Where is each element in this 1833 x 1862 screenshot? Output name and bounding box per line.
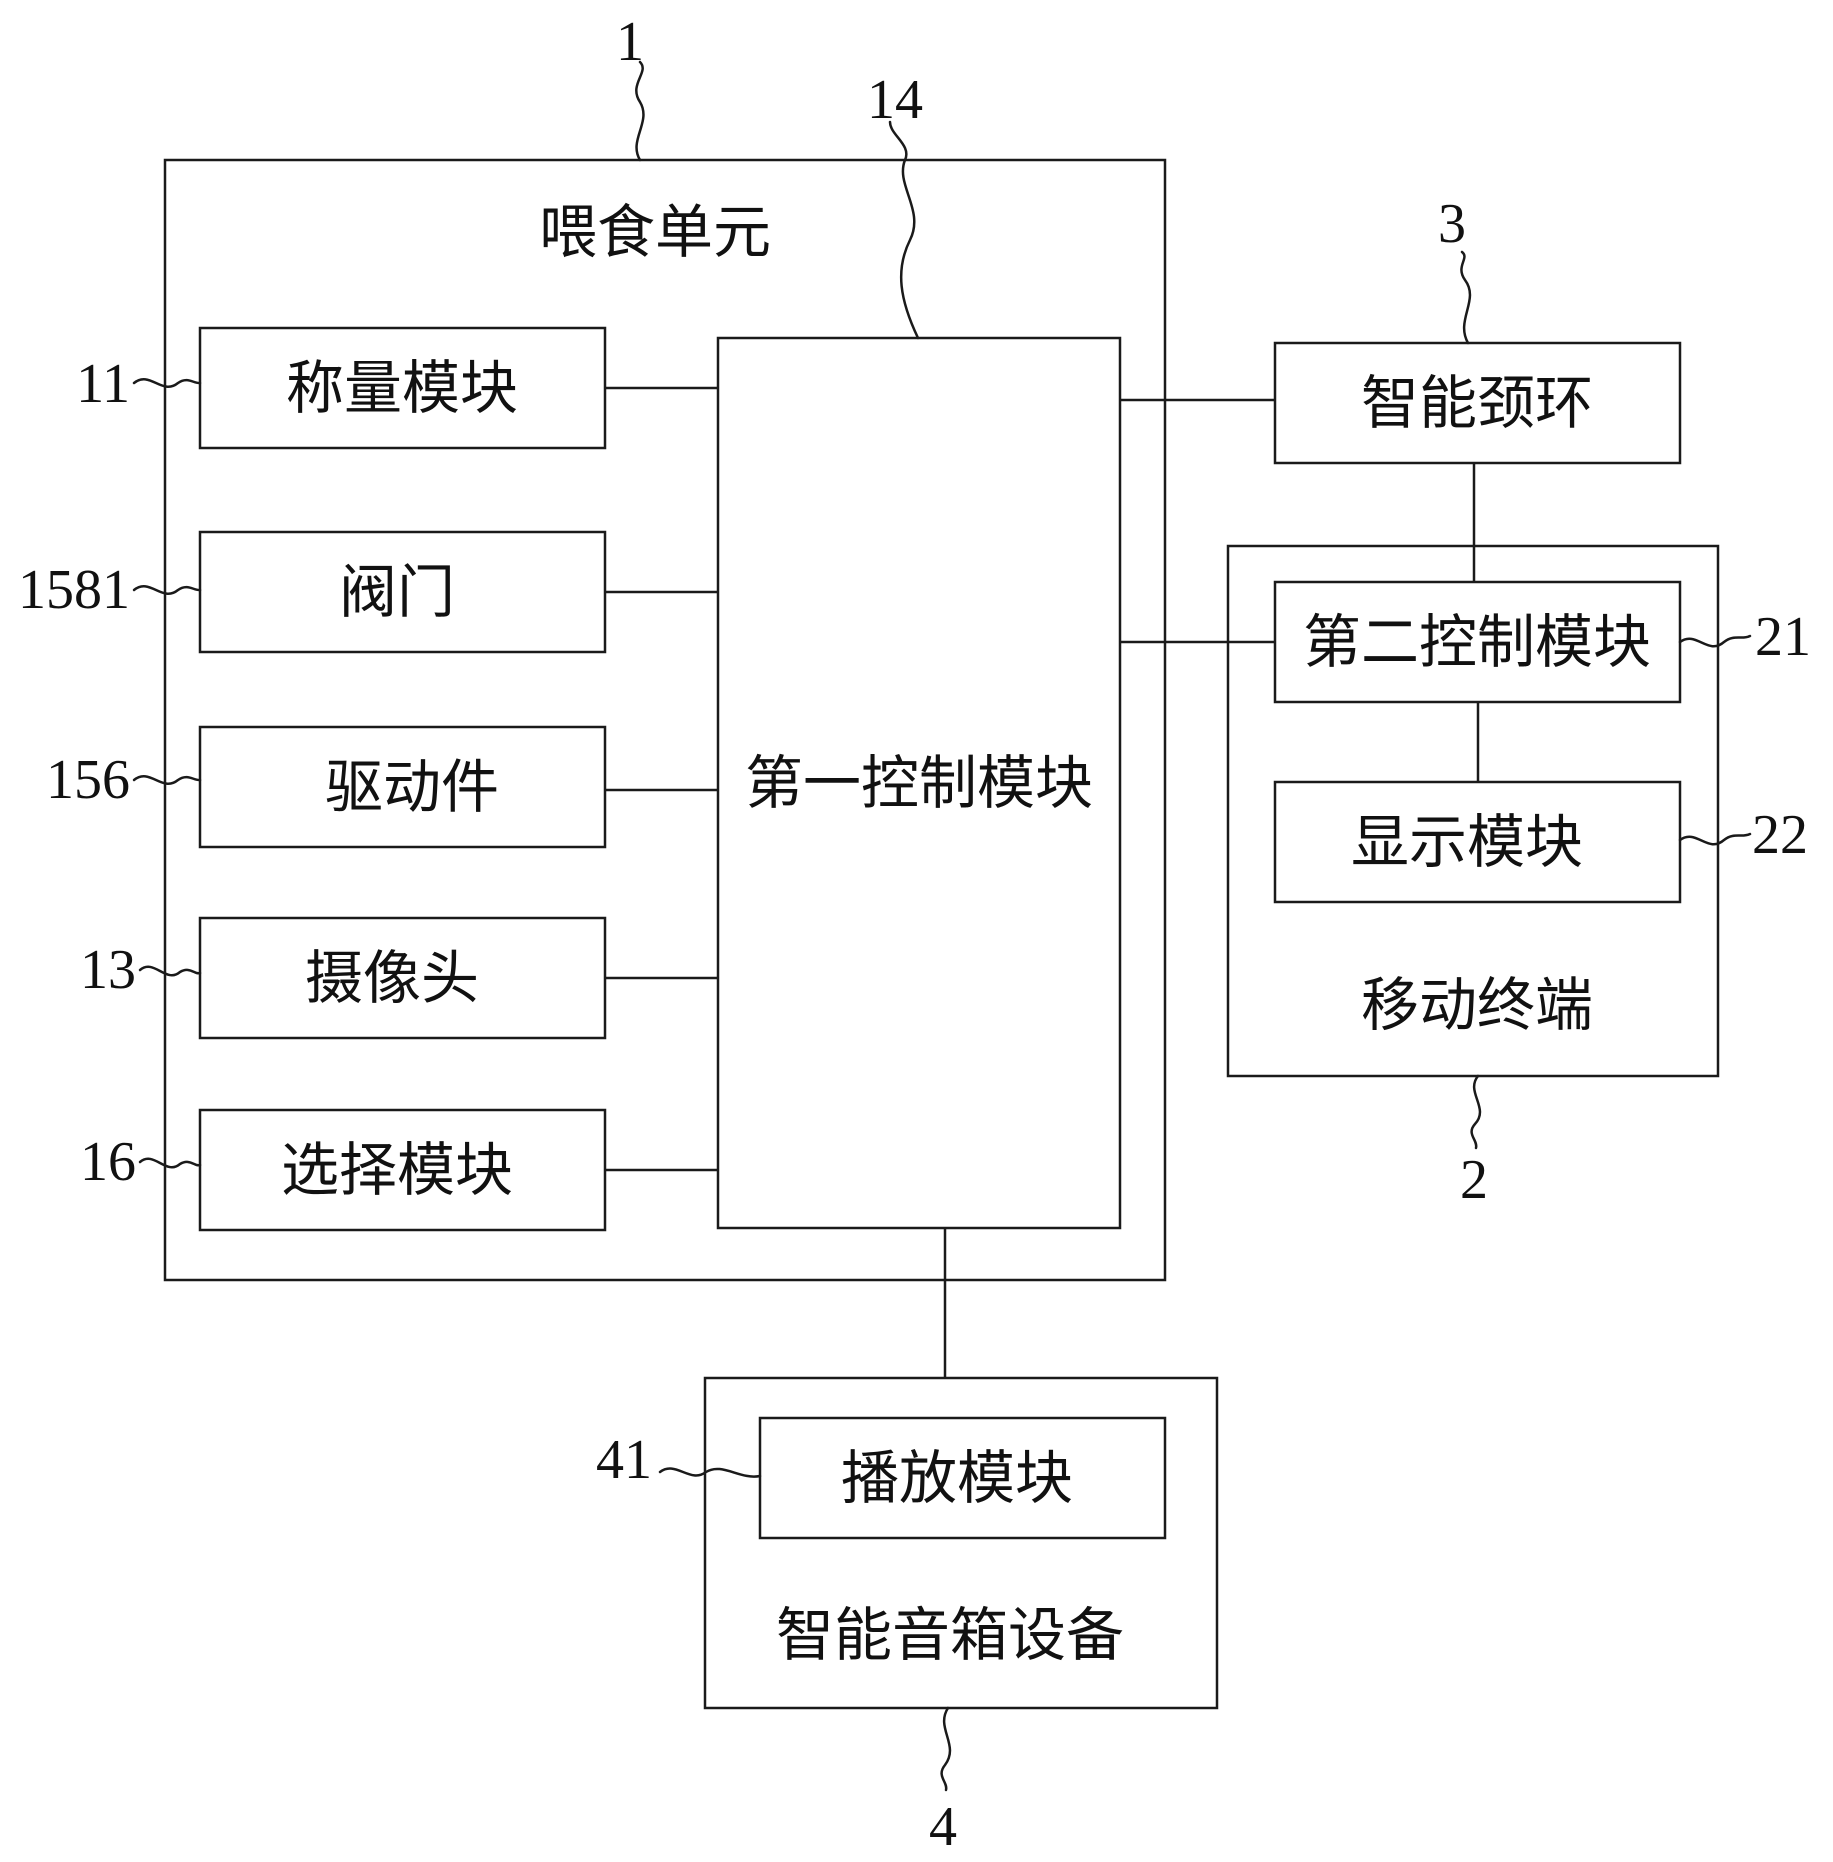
smart-speaker-ref: 4 xyxy=(929,1796,957,1858)
camera-leader xyxy=(140,967,200,975)
drive-part-label: 驱动件 xyxy=(325,753,499,821)
weighing-module-ref: 11 xyxy=(76,353,130,415)
second-control-module-label: 第二控制模块 xyxy=(1303,608,1651,676)
selection-module-leader xyxy=(140,1159,200,1167)
smart-speaker-title: 智能音箱设备 xyxy=(776,1601,1124,1669)
selection-module-label: 选择模块 xyxy=(281,1136,513,1204)
display-module-ref: 22 xyxy=(1752,804,1808,866)
feeding-unit-title: 喂食单元 xyxy=(539,198,771,266)
drive-part-leader xyxy=(134,776,200,784)
play-module-leader xyxy=(660,1469,760,1477)
smart-speaker-leader xyxy=(942,1708,950,1790)
weighing-module-label: 称量模块 xyxy=(286,354,518,422)
feeding-unit-leader xyxy=(636,62,643,160)
second-control-leader xyxy=(1680,636,1750,646)
display-module-leader xyxy=(1680,834,1750,844)
first-control-module-label: 第一控制模块 xyxy=(745,749,1093,817)
weighing-module-leader xyxy=(134,379,200,387)
first-control-leader xyxy=(890,122,918,338)
mobile-terminal-title: 移动终端 xyxy=(1361,971,1593,1039)
feeding-unit-ref: 1 xyxy=(616,11,644,73)
play-module-ref: 41 xyxy=(596,1429,652,1491)
smart-collar-label: 智能颈环 xyxy=(1361,369,1593,437)
second-control-ref: 21 xyxy=(1755,606,1811,668)
drive-part-ref: 156 xyxy=(46,749,130,811)
play-module-label: 播放模块 xyxy=(841,1444,1073,1512)
camera-label: 摄像头 xyxy=(305,944,479,1012)
mobile-terminal-leader xyxy=(1472,1076,1480,1148)
mobile-terminal-ref: 2 xyxy=(1460,1149,1488,1211)
valve-label: 阀门 xyxy=(339,558,455,626)
first-control-ref: 14 xyxy=(867,69,923,131)
camera-ref: 13 xyxy=(80,939,136,1001)
selection-module-ref: 16 xyxy=(80,1131,136,1193)
smart-collar-leader xyxy=(1461,252,1470,343)
display-module-label: 显示模块 xyxy=(1351,808,1583,876)
smart-collar-ref: 3 xyxy=(1438,193,1466,255)
valve-leader xyxy=(134,586,200,594)
valve-ref: 1581 xyxy=(18,559,130,621)
